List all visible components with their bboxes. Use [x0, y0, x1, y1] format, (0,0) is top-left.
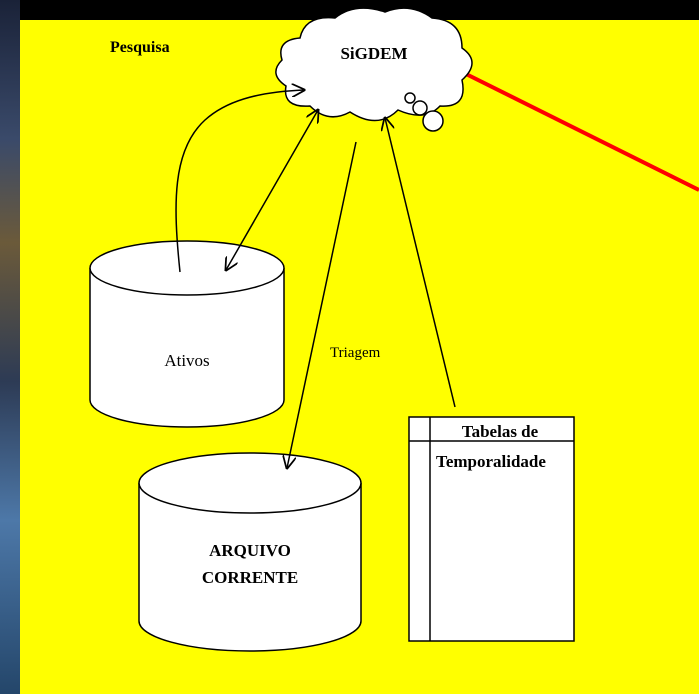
double-arrow-sigdem-ativos	[226, 110, 318, 270]
background-image-strip	[0, 0, 20, 694]
tabelas-temporalidade-table	[408, 416, 575, 642]
sigdem-cloud	[275, 7, 473, 132]
arquivo-label-line2: CORRENTE	[202, 568, 298, 587]
triagem-arrow-to-arquivo	[287, 141, 357, 468]
arquivo-label-line1: ARQUIVO	[209, 541, 291, 560]
pesquisa-label: Pesquisa	[110, 39, 170, 56]
triagem-label: Triagem	[330, 345, 381, 361]
tabelas-label-line1: Tabelas de	[462, 422, 539, 441]
arquivo-corrente-cylinder	[138, 452, 362, 652]
sigdem-label: SiGDEM	[340, 44, 407, 63]
arrow-tabelas-to-sigdem	[385, 118, 456, 408]
curved-connector-ativos-to-sigdem	[175, 90, 304, 273]
ativos-cylinder	[89, 240, 285, 428]
red-pointer-line	[457, 68, 699, 192]
tabelas-label-line2: Temporalidade	[436, 452, 546, 471]
ativos-label: Ativos	[164, 351, 209, 370]
